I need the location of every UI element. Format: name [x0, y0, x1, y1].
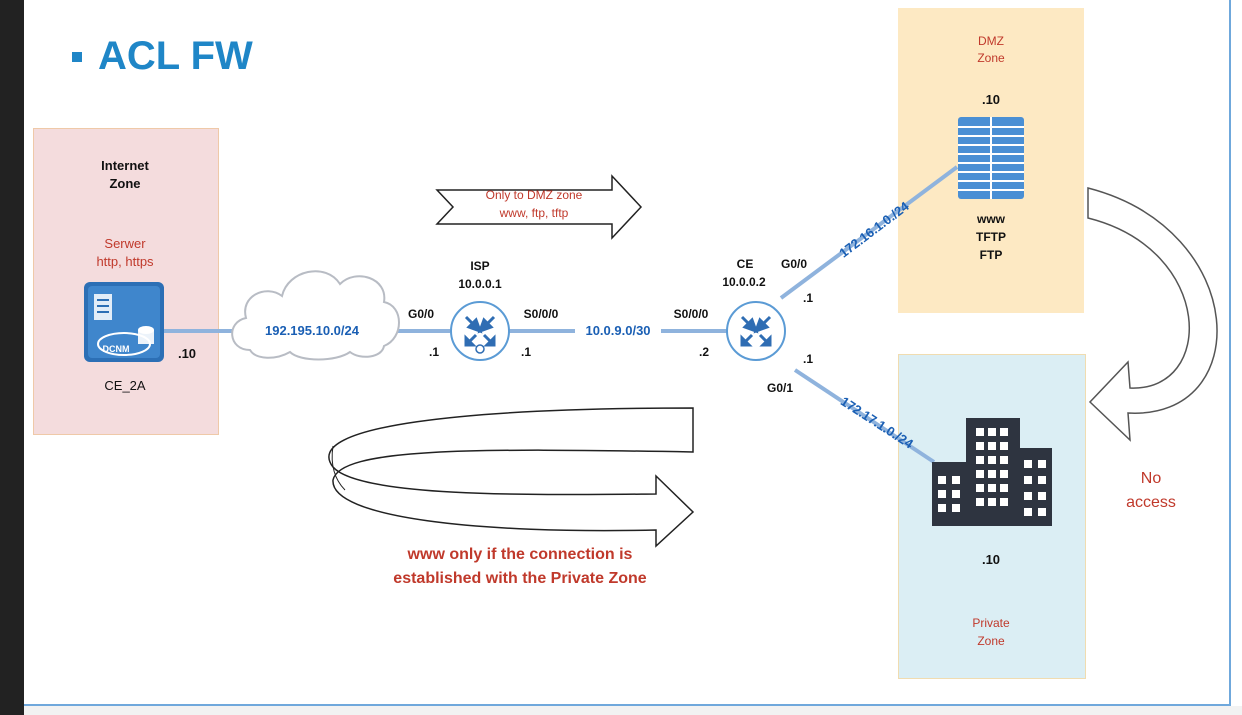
internet-network-label: 192.195.10.0/24	[246, 323, 378, 338]
ce-s000-label: S0/0/0	[673, 307, 709, 321]
no-access-label-1: No	[1140, 470, 1162, 487]
private-zone-label-1: Private	[972, 616, 1010, 630]
curved-arrow-icon	[328, 407, 695, 548]
dmz-zone-label-2: Zone	[977, 51, 1005, 65]
dmz-link-line	[779, 165, 959, 300]
no-access-arrow-icon	[1087, 187, 1218, 442]
left-window-strip	[0, 0, 24, 715]
ce-ip: 10.0.0.2	[722, 275, 766, 289]
ce-name: CE	[736, 257, 754, 271]
private-zone-label-2: Zone	[977, 634, 1005, 648]
server-rack-icon	[958, 117, 1024, 199]
return-note-line-1: www only if the connection is	[407, 546, 633, 563]
isp-g00-label: G0/0	[407, 307, 434, 321]
dmz-service-tftp: TFTP	[976, 230, 1006, 244]
server-services-label-1: Serwer	[104, 236, 146, 251]
isp-name: ISP	[470, 259, 490, 273]
forward-arrow-icon	[435, 174, 643, 240]
slide-bottom-border	[24, 704, 1231, 706]
ce-s000-ip: .2	[698, 345, 709, 359]
slide-right-border	[1229, 0, 1231, 705]
ce-g01-label: G0/1	[766, 381, 793, 395]
slide-title: ACL FW	[72, 34, 253, 79]
isp-s000-label: S0/0/0	[523, 307, 559, 321]
ce-router-icon	[726, 301, 786, 361]
isp-ip: 10.0.0.1	[458, 277, 502, 291]
server-services-label-2: http, https	[96, 254, 154, 269]
isp-g00-ip: .1	[428, 345, 439, 359]
slide-bottom-bar	[24, 706, 1242, 715]
arrow-note-line-1: Only to DMZ zone	[485, 188, 583, 202]
server-icon-caption: DCNM	[102, 344, 130, 354]
dmz-service-ftp: FTP	[979, 248, 1003, 262]
server-icon	[84, 282, 164, 362]
wan-network-label: 10.0.9.0/30	[575, 323, 661, 338]
private-host-ip: .10	[981, 552, 1001, 567]
isp-router-icon	[450, 301, 510, 361]
internet-host-label: CE_2A	[104, 378, 146, 393]
slide-title-text: ACL FW	[98, 34, 253, 78]
title-bullet-icon	[72, 51, 82, 62]
internet-zone-label-2: Zone	[109, 176, 141, 191]
dmz-host-ip: .10	[981, 92, 1001, 107]
internet-host-ip: .10	[177, 346, 197, 361]
building-icon	[932, 418, 1052, 526]
return-note-line-2: established with the Private Zone	[393, 570, 647, 587]
dmz-zone-label-1: DMZ	[978, 34, 1004, 48]
no-access-label-2: access	[1126, 494, 1176, 511]
cloud-icon	[231, 270, 400, 361]
ce-g00-label: G0/0	[780, 257, 807, 271]
private-link-line	[793, 368, 936, 464]
internet-zone-box	[33, 128, 219, 435]
isp-s000-ip: .1	[520, 345, 531, 359]
ce-g00-ip: .1	[802, 291, 813, 305]
arrow-note-line-2: www, ftp, tftp	[499, 206, 569, 220]
internet-zone-label-1: Internet	[101, 158, 149, 173]
ce-g01-ip: .1	[802, 352, 813, 366]
dmz-service-www: www	[976, 212, 1005, 226]
